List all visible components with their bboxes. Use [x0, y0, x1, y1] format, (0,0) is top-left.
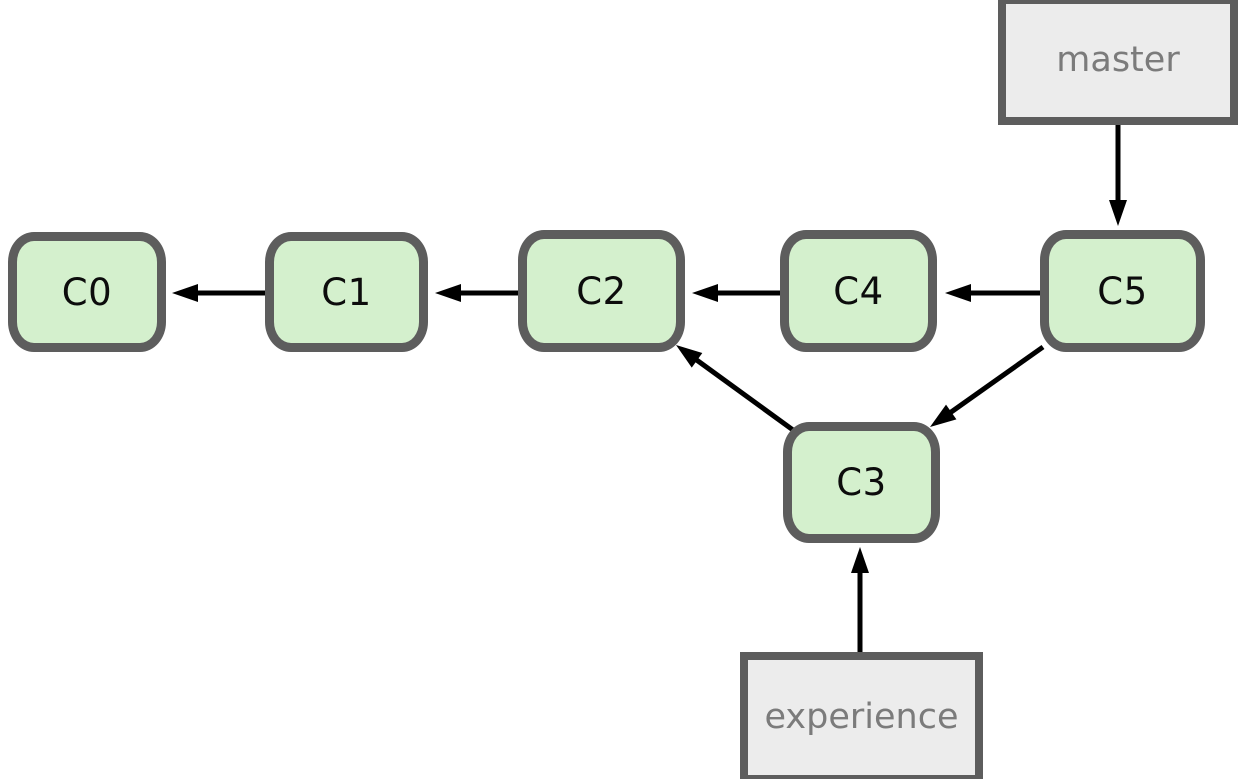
edge-c1-to-c0 — [172, 284, 265, 302]
edge-c3-to-c2 — [676, 345, 795, 433]
commit-node-c4[interactable]: C4 — [780, 230, 937, 352]
edge-arrowhead — [945, 284, 971, 302]
commit-node-c3[interactable]: C3 — [783, 422, 940, 543]
edge-c2-to-c1 — [435, 284, 518, 302]
edge-c5-to-c3 — [930, 344, 1045, 427]
commit-node-c0[interactable]: C0 — [8, 232, 166, 352]
edge-arrowhead — [676, 345, 703, 368]
edge-experience-to-c3 — [851, 547, 869, 652]
edge-shaft — [692, 355, 795, 433]
commit-node-c1[interactable]: C1 — [265, 232, 428, 352]
edge-arrowhead — [1109, 200, 1127, 226]
edge-c5-to-c4 — [945, 284, 1040, 302]
branch-ref-box-experience[interactable]: experience — [740, 652, 983, 779]
commit-label: C0 — [61, 270, 113, 314]
commit-label: C1 — [321, 270, 372, 314]
commit-label: C3 — [836, 461, 887, 504]
commit-label: C5 — [1097, 269, 1148, 313]
commit-label: C4 — [833, 269, 884, 313]
edge-arrowhead — [435, 284, 461, 302]
edge-arrowhead — [692, 284, 718, 302]
commit-label: C2 — [576, 269, 627, 313]
edge-shaft — [946, 344, 1045, 417]
edge-arrowhead — [851, 547, 869, 573]
commit-node-c2[interactable]: C2 — [518, 230, 685, 352]
commit-node-c5[interactable]: C5 — [1040, 230, 1205, 352]
edge-master-to-c5 — [1109, 125, 1127, 226]
edge-c4-to-c2 — [692, 284, 780, 302]
branch-ref-label: experience — [764, 697, 959, 737]
branch-ref-box-master[interactable]: master — [998, 0, 1238, 125]
edge-arrowhead — [930, 404, 957, 427]
edge-arrowhead — [172, 284, 198, 302]
branch-ref-label: master — [1056, 40, 1180, 80]
